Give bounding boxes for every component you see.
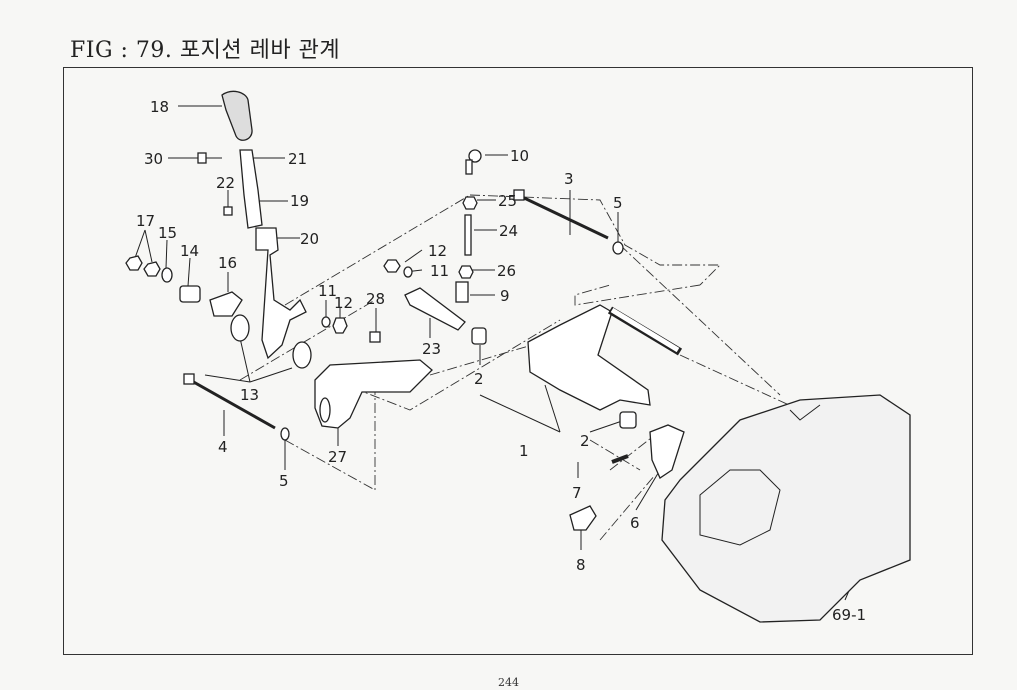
nut-icon (458, 265, 474, 279)
callout-21: 21 (288, 150, 307, 168)
bolt-icon (369, 331, 381, 343)
transmission-icon (661, 394, 911, 623)
washer-icon (280, 427, 290, 441)
washer-icon (612, 241, 624, 255)
disc-icon (292, 341, 312, 369)
callout-13: 13 (240, 386, 259, 404)
friction-plate-icon (209, 291, 243, 317)
transmission-housing (661, 394, 911, 623)
callout-6: 6 (630, 514, 640, 532)
callout-15: 15 (158, 224, 177, 242)
link-assembly (383, 149, 685, 531)
slot-icon (319, 397, 331, 423)
position-lever-assembly (125, 90, 433, 441)
callout-19: 19 (290, 192, 309, 210)
bolt-icon (513, 189, 525, 201)
bolt-icon (197, 152, 207, 164)
nut-icon (125, 255, 143, 271)
bolt-icon (183, 373, 195, 385)
callout-8: 8 (576, 556, 586, 574)
callout-27: 27 (328, 448, 347, 466)
callout-24: 24 (499, 222, 518, 240)
lever-plate-icon (239, 149, 263, 229)
adjust-rod-icon (464, 214, 472, 256)
callout-labels: 18 30 21 22 19 20 17 15 14 16 13 11 12 2… (136, 98, 866, 624)
callout-12: 12 (334, 294, 353, 312)
callout-2b: 2 (580, 432, 590, 450)
callout-7: 7 (572, 484, 582, 502)
callout-3: 3 (564, 170, 574, 188)
callout-10: 10 (510, 147, 529, 165)
disc-icon (230, 314, 250, 342)
page-title: FIG : 79. 포지션 레바 관계 (70, 38, 341, 63)
callout-28: 28 (366, 290, 385, 308)
callout-1: 1 (519, 442, 529, 460)
bolt-icon (223, 206, 233, 216)
leader-lines (134, 105, 861, 601)
page-number: 244 (498, 676, 519, 689)
link-rod-icon (404, 287, 466, 331)
callout-25: 25 (498, 192, 517, 210)
callout-2: 2 (474, 370, 484, 388)
callout-69-1: 69-1 (832, 606, 866, 624)
washer-icon (403, 266, 413, 278)
callout-26: 26 (497, 262, 516, 280)
return-spring-icon (649, 424, 685, 479)
callout-4: 4 (218, 438, 228, 456)
ball-joint-icon (468, 149, 482, 163)
bushing-icon (619, 411, 637, 429)
washer-icon (321, 316, 331, 328)
callout-11b: 11 (430, 262, 449, 280)
shift-knob-icon (221, 90, 253, 141)
callout-30: 30 (144, 150, 163, 168)
callout-20: 20 (300, 230, 319, 248)
callout-5: 5 (279, 472, 289, 490)
bushing-icon (471, 327, 487, 345)
callout-22: 22 (216, 174, 235, 192)
bracket-icon (314, 359, 433, 429)
callout-14: 14 (180, 242, 199, 260)
position-lever-icon (255, 227, 307, 360)
spring-icon (179, 285, 201, 303)
callout-16: 16 (218, 254, 237, 272)
rod-end-icon (465, 159, 473, 175)
nut-icon (462, 196, 478, 210)
callout-17: 17 (136, 212, 155, 230)
callout-11: 11 (318, 282, 337, 300)
nut-icon (143, 261, 161, 277)
rod-end-icon (455, 281, 469, 303)
spring-clip-icon (569, 505, 597, 531)
nut-icon (332, 317, 348, 334)
shaft-lever-assembly-icon (527, 304, 651, 411)
callout-12b: 12 (428, 242, 447, 260)
callout-18: 18 (150, 98, 169, 116)
diagram-frame (63, 67, 973, 655)
nut-icon (383, 259, 401, 273)
callout-23: 23 (422, 340, 441, 358)
callout-5b: 5 (613, 194, 623, 212)
callout-9: 9 (500, 287, 510, 305)
washer-icon (161, 267, 173, 283)
